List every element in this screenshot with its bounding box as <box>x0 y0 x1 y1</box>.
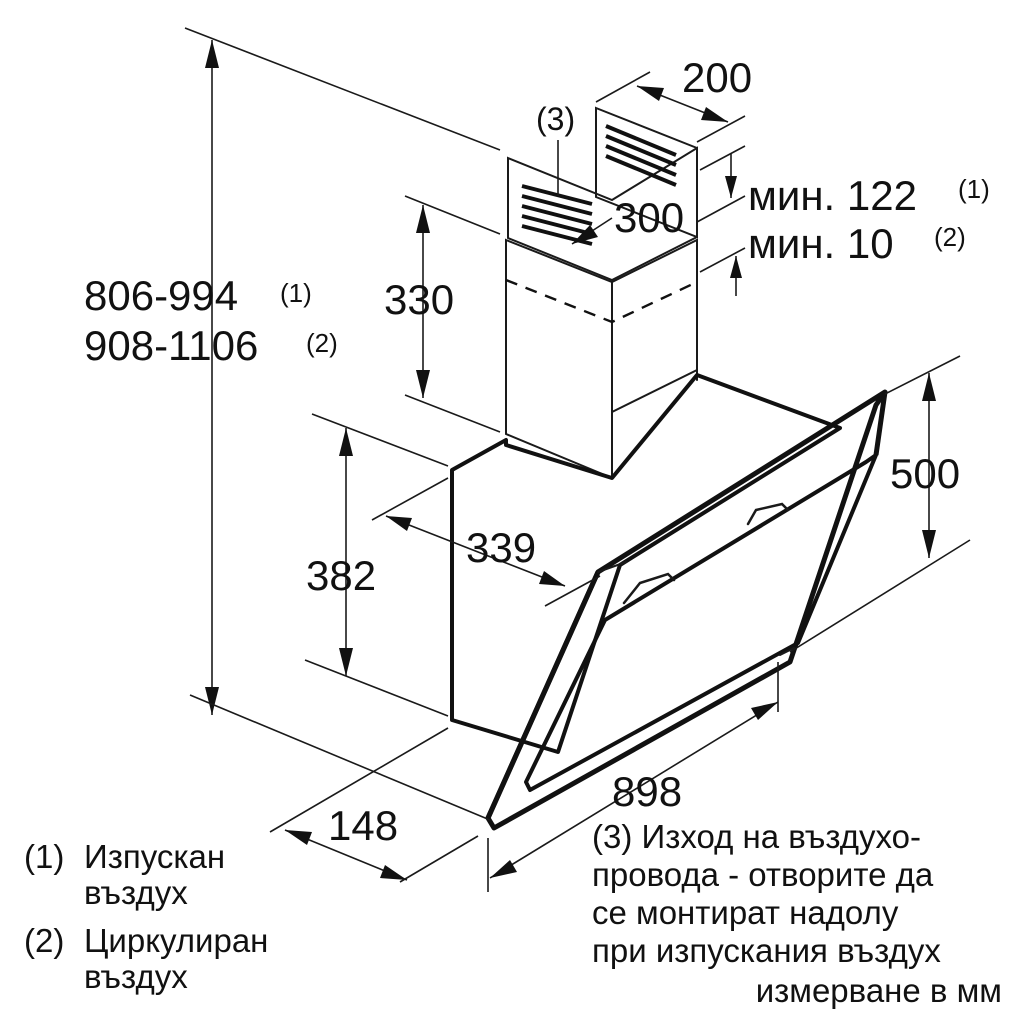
glass-handle-left <box>622 572 676 605</box>
glass-handle-right <box>746 502 790 526</box>
legend-units: измерване в мм <box>756 972 1002 1009</box>
legend-item3-line1: (3) Изход на въздухо- <box>592 818 921 855</box>
dim-total-height-2: 908-1106 <box>84 322 258 369</box>
dim-duct-opening: 300 <box>614 194 684 241</box>
dim-total-height-1: 806-994 <box>84 272 238 319</box>
legend-item2-line2: въздух <box>84 958 188 995</box>
chimney-overlap-dashed-line <box>505 278 698 324</box>
dim-glass-height: 500 <box>890 450 960 497</box>
legend-item3-line2: провода - отворите да <box>592 856 934 893</box>
legend-item3-line3: се монтират надолу <box>592 894 899 931</box>
dim-box-height: 382 <box>306 552 376 599</box>
legend-item2-line1: Циркулиран <box>84 922 268 959</box>
dim-total-height-2-note: (2) <box>306 328 338 358</box>
vent-slots-front <box>521 184 593 246</box>
hood-drawing <box>450 106 888 831</box>
legend-item2-number: (2) <box>24 922 64 959</box>
outlet-marker: (3) <box>536 101 575 137</box>
dim-bottom-depth: 148 <box>328 802 398 849</box>
dim-min-10: мин. 10 <box>748 220 894 267</box>
dim-width-bottom: 898 <box>612 768 682 815</box>
legend-item1-line1: Изпускан <box>84 838 225 875</box>
dim-min-10-note: (2) <box>934 222 966 252</box>
legend-item3-line4: при изпускания въздух <box>592 932 941 969</box>
vent-slots-back <box>605 124 677 187</box>
legend-item1-number: (1) <box>24 838 64 875</box>
glass-panel-inner <box>524 453 878 792</box>
hood-body <box>450 373 842 754</box>
dim-min-122-note: (1) <box>958 174 990 204</box>
lower-chimney <box>505 238 698 480</box>
dim-depth: 339 <box>466 524 536 571</box>
dim-min-122: мин. 122 <box>748 172 917 219</box>
dimension-labels: 200 (3) 300 330 806-994 (1) 908-1106 (2)… <box>84 54 990 849</box>
dim-chimney-lower: 330 <box>384 276 454 323</box>
upper-chimney-front <box>507 146 698 282</box>
dim-width-top: 200 <box>682 54 752 101</box>
legend-item1-line2: въздух <box>84 874 188 911</box>
dimension-lines <box>184 27 971 892</box>
dim-total-height-1-note: (1) <box>280 278 312 308</box>
legend: (1) Изпускан въздух (2) Циркулиран възду… <box>24 818 1002 1009</box>
